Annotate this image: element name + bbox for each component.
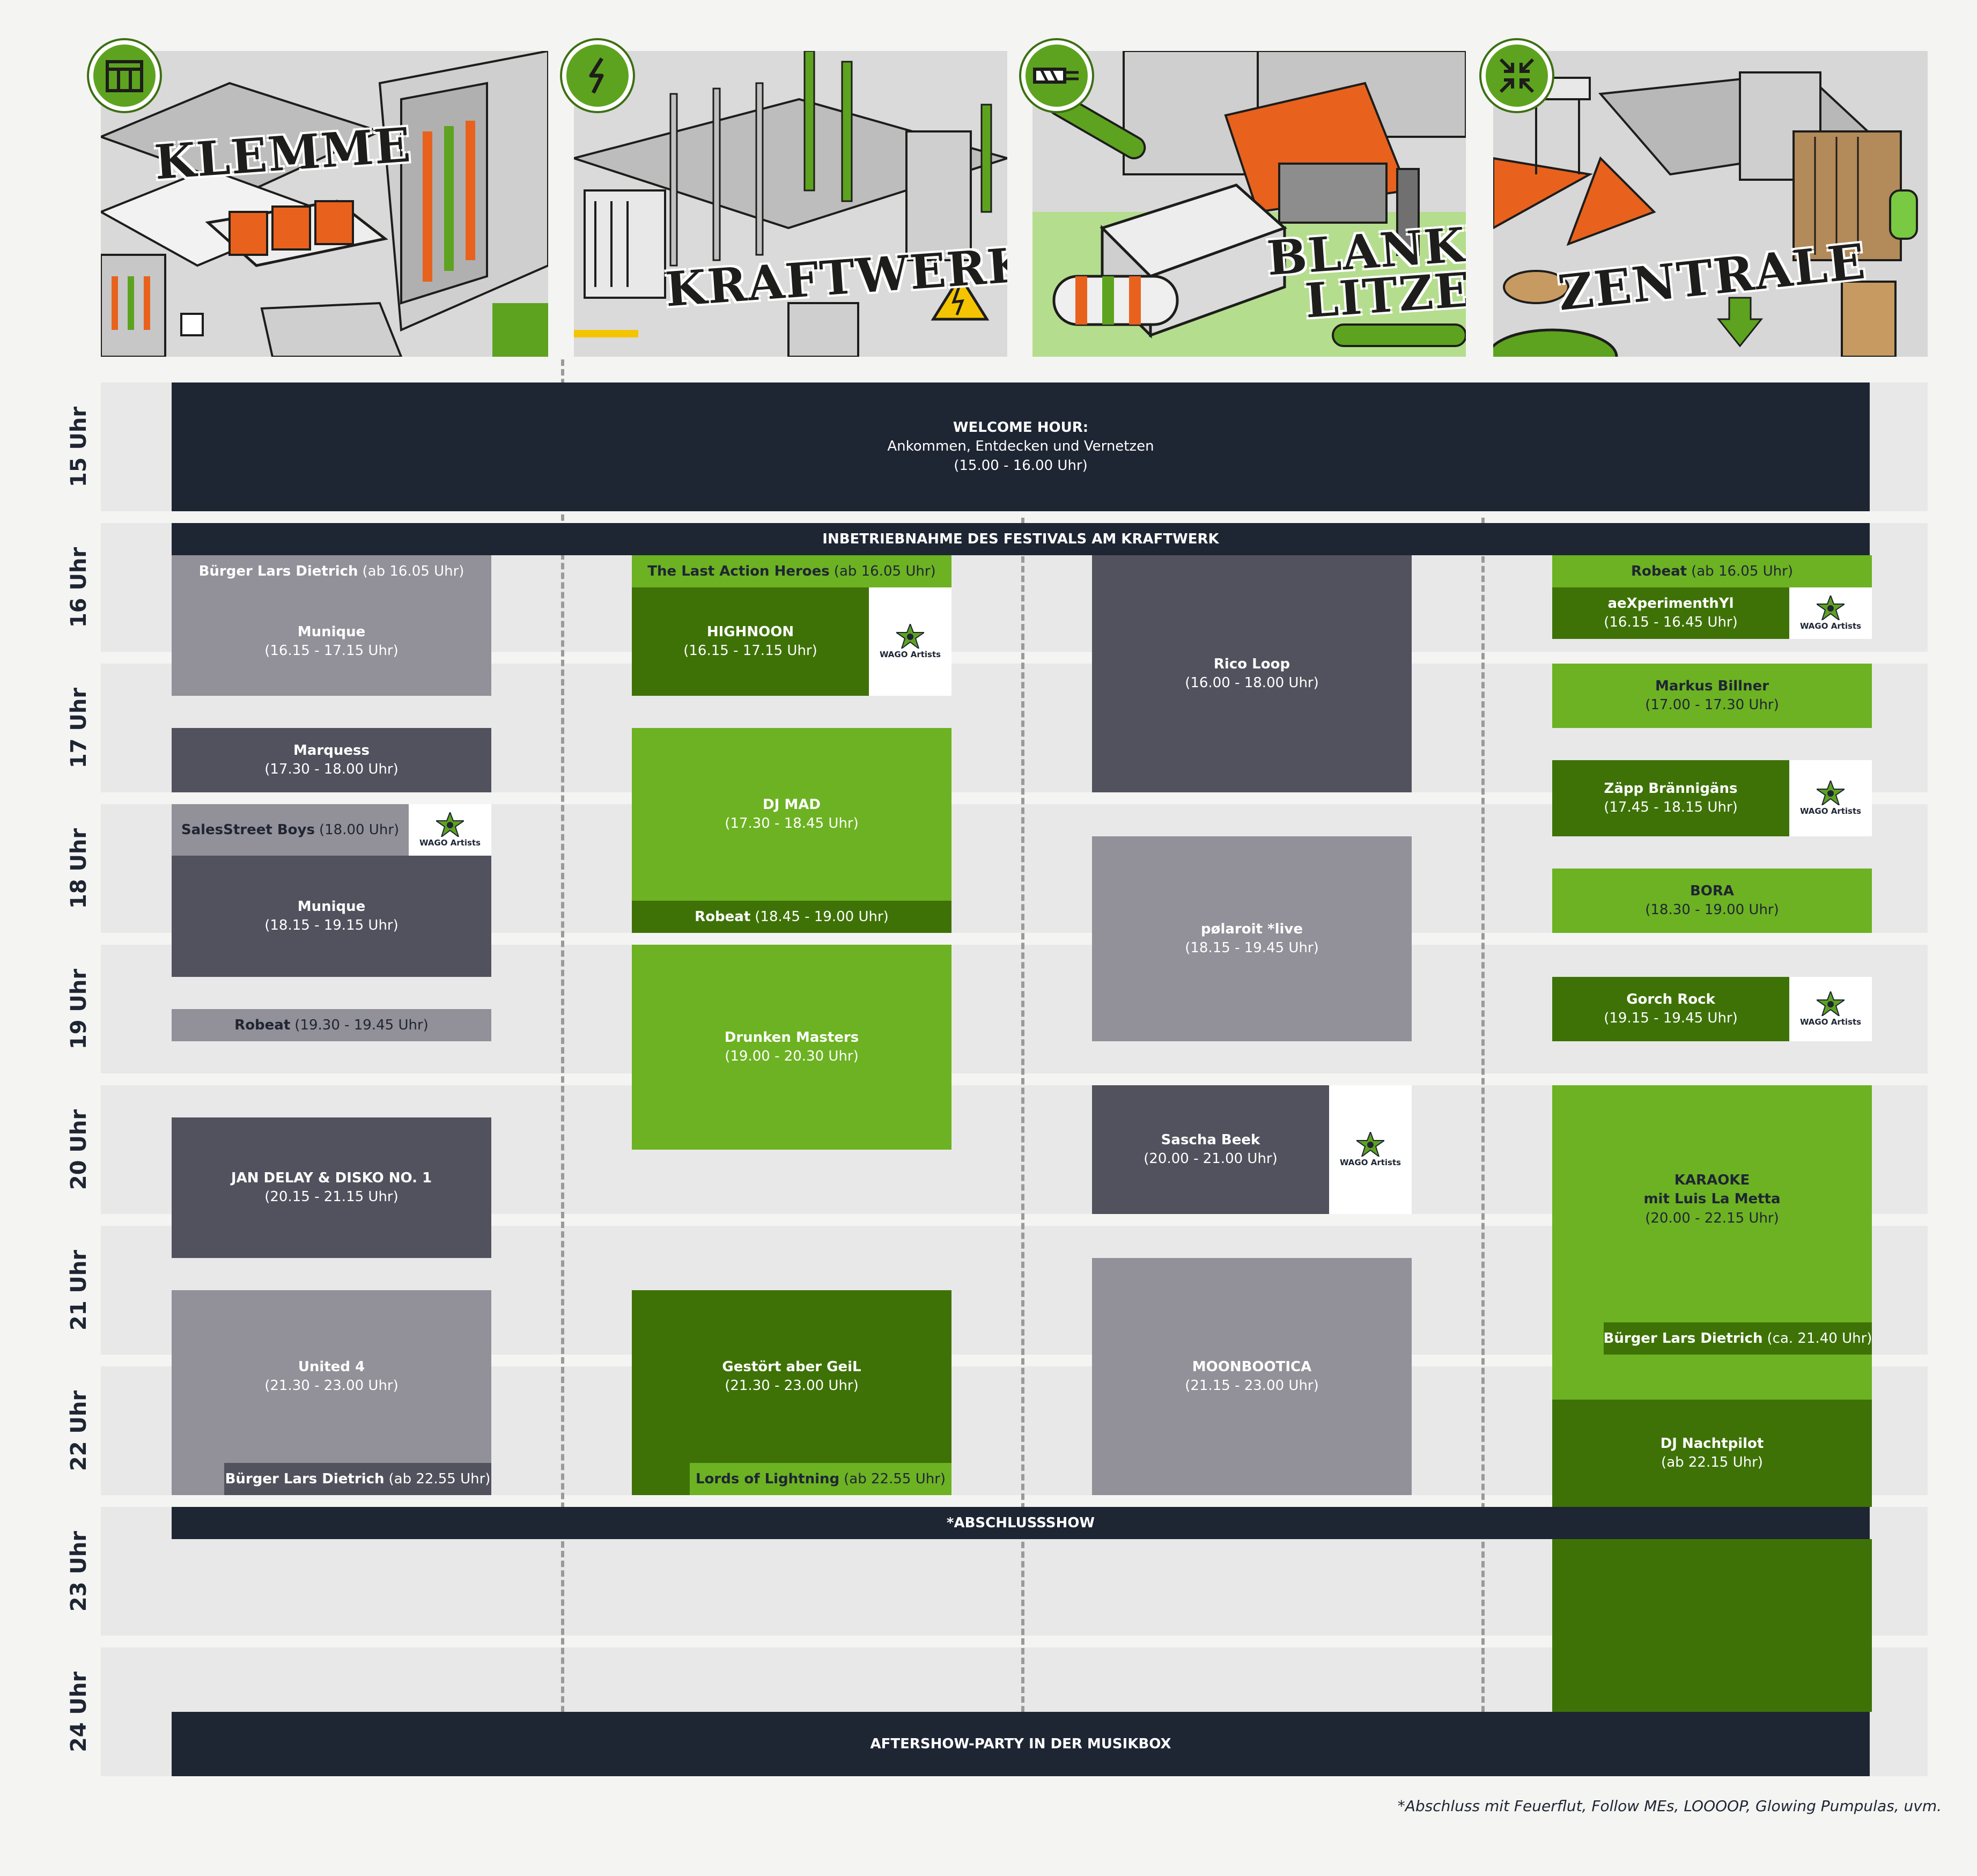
klemme-event: United 4(21.30 - 23.00 Uhr): [172, 1290, 491, 1495]
wago-star-icon: [1817, 991, 1845, 1016]
kraftwerk-event: HIGHNOON(16.15 - 17.15 Uhr): [632, 587, 869, 696]
column-divider: [561, 359, 564, 1722]
column-divider: [1021, 518, 1024, 1722]
footnote: *Abschluss mit Feuerflut, Follow MEs, LO…: [1397, 1797, 1942, 1815]
kraftwerk-illustration: [574, 51, 1007, 357]
zentrale-event: Gorch Rock(19.15 - 19.45 Uhr): [1552, 977, 1789, 1041]
column-divider: [1481, 518, 1485, 1722]
stage-blanke-litze-image: BLANKE LITZE: [1032, 51, 1466, 357]
stage-icon-zentrale: [1481, 40, 1552, 111]
hour-label: 17 Uhr: [67, 687, 91, 769]
stage-zentrale-image: ZENTRALE: [1493, 51, 1928, 357]
kraftwerk-event-header: The Last Action Heroes(ab 16.05 Uhr): [632, 555, 951, 587]
blanke-litze-event: MOONBOOTICA(21.15 - 23.00 Uhr): [1092, 1258, 1412, 1495]
hour-label: 20 Uhr: [67, 1109, 91, 1190]
klemme-event: Munique(18.15 - 19.15 Uhr): [172, 856, 491, 977]
wago-artists-badge: WAGO Artists: [409, 804, 491, 856]
hour-label: 19 Uhr: [67, 968, 91, 1050]
hour-label: 21 Uhr: [67, 1249, 91, 1331]
opening-bar: INBETRIEBNAHME DES FESTIVALS AM KRAFTWER…: [172, 523, 1870, 555]
kraftwerk-event-header: Robeat(18.45 - 19.00 Uhr): [632, 901, 951, 933]
zentrale-event-header: Bürger Lars Dietrich(ca. 21.40 Uhr): [1604, 1322, 1872, 1355]
hour-label: 16 Uhr: [67, 547, 91, 628]
zentrale-event: DJ Nachtpilot(ab 22.15 Uhr): [1552, 1400, 1872, 1507]
stage-icon-blanke-litze: [1021, 40, 1092, 111]
blanke-litze-event: Sascha Beek(20.00 - 21.00 Uhr): [1092, 1085, 1329, 1214]
hour-label: 23 Uhr: [67, 1531, 91, 1612]
wire-icon: [1033, 68, 1079, 84]
wago-artists-badge: WAGO Artists: [1789, 977, 1872, 1041]
closing-show-bar: *ABSCHLUSSSHOW: [172, 1507, 1870, 1539]
klemme-event: JAN DELAY & DISKO NO. 1(20.15 - 21.15 Uh…: [172, 1117, 491, 1258]
klemme-event: Munique(16.15 - 17.15 Uhr): [172, 587, 491, 696]
wago-star-icon: [896, 624, 924, 649]
wago-star-icon: [1817, 781, 1845, 805]
hour-label: 24 Uhr: [67, 1671, 91, 1753]
wago-artists-badge: WAGO Artists: [869, 587, 951, 696]
wago-artists-badge: WAGO Artists: [1789, 587, 1872, 639]
hour-label: 18 Uhr: [67, 828, 91, 909]
connector-icon: [106, 60, 143, 92]
klemme-event-header: Bürger Lars Dietrich(ab 22.55 Uhr): [224, 1463, 491, 1495]
kraftwerk-event: DJ MAD(17.30 - 18.45 Uhr): [632, 728, 951, 901]
klemme-event-header: SalesStreet Boys(18.00 Uhr): [172, 804, 409, 856]
wago-star-icon: [1817, 595, 1845, 620]
klemme-event-header: Robeat(19.30 - 19.45 Uhr): [172, 1009, 491, 1041]
kraftwerk-event: Gestört aber GeiL(21.30 - 23.00 Uhr): [632, 1290, 951, 1495]
wago-artists-badge: WAGO Artists: [1789, 760, 1872, 836]
stage-kraftwerk-image: KRAFTWERK: [574, 51, 1007, 357]
hour-label: 22 Uhr: [67, 1390, 91, 1472]
lightning-icon: [589, 57, 604, 94]
aftershow-bar: AFTERSHOW-PARTY IN DER MUSIKBOX: [172, 1712, 1870, 1776]
zentrale-illustration: [1493, 51, 1928, 357]
zentrale-event: BORA(18.30 - 19.00 Uhr): [1552, 869, 1872, 933]
compress-arrows-icon: [1499, 58, 1535, 93]
stage-klemme-image: KLEMME: [101, 51, 548, 357]
stage-title-blanke-litze: BLANKE LITZE: [1265, 214, 1466, 329]
wago-star-icon: [436, 812, 464, 837]
zentrale-event-continuation: [1552, 1539, 1872, 1712]
blanke-litze-event: Rico Loop(16.00 - 18.00 Uhr): [1092, 555, 1412, 792]
zentrale-event: Markus Billner(17.00 - 17.30 Uhr): [1552, 664, 1872, 728]
hour-label: 15 Uhr: [67, 406, 91, 488]
klemme-event-header: Bürger Lars Dietrich(ab 16.05 Uhr): [172, 555, 491, 587]
blanke-litze-illustration: [1032, 51, 1466, 357]
zentrale-event-header: Robeat(ab 16.05 Uhr): [1552, 555, 1872, 587]
klemme-illustration: [101, 51, 548, 357]
welcome-hour-block: WELCOME HOUR: Ankommen, Entdecken und Ve…: [172, 382, 1870, 511]
zentrale-event: Zäpp Brännigäns(17.45 - 18.15 Uhr): [1552, 760, 1789, 836]
blanke-litze-event: pølaroit *live(18.15 - 19.45 Uhr): [1092, 836, 1412, 1041]
kraftwerk-event: Drunken Masters(19.00 - 20.30 Uhr): [632, 945, 951, 1150]
kraftwerk-event-header: Lords of Lightning(ab 22.55 Uhr): [690, 1463, 951, 1495]
stage-icon-klemme: [89, 40, 160, 111]
wago-artists-badge: WAGO Artists: [1329, 1085, 1412, 1214]
klemme-event: Marquess(17.30 - 18.00 Uhr): [172, 728, 491, 792]
stage-icon-kraftwerk: [562, 40, 633, 111]
wago-star-icon: [1356, 1132, 1384, 1157]
zentrale-event: aeXperimenthYl(16.15 - 16.45 Uhr): [1552, 587, 1789, 639]
